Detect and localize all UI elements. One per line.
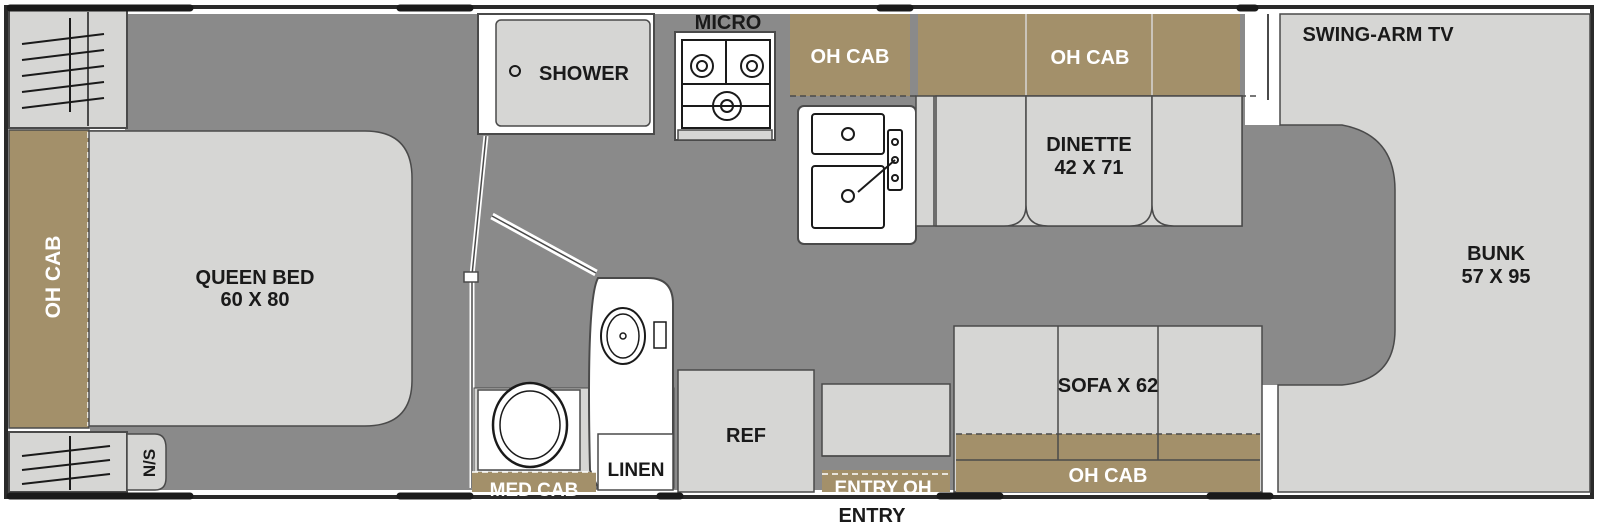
entry-oh-label: ENTRY OH	[834, 478, 931, 499]
bunk-label: BUNK	[1467, 243, 1525, 265]
linen-label: LINEN	[608, 460, 665, 481]
bunk	[1277, 13, 1591, 493]
entry-label: ENTRY	[838, 505, 906, 527]
med-cab-label: MED CAB	[490, 480, 579, 501]
range	[674, 31, 776, 141]
oh-cab-sofa-label: OH CAB	[1069, 465, 1148, 487]
linen: LINEN	[597, 433, 674, 491]
oh-cab-rear-label: OH CAB	[42, 236, 65, 319]
refrigerator: REF	[677, 369, 815, 493]
ns-label: N/S	[140, 449, 159, 477]
kitchen-sink	[797, 105, 917, 245]
dinette-seat-right	[1151, 95, 1243, 227]
queen-bed: QUEEN BED 60 X 80	[88, 130, 413, 427]
entry-cabinet: ENTRY OH	[821, 383, 951, 499]
sink-icon	[811, 113, 903, 229]
dinette-label: DINETTE	[1046, 134, 1132, 156]
sofa: SOFA X 62 OH CAB	[953, 325, 1263, 493]
shower-drain-icon	[509, 65, 521, 77]
bunk-size: 57 X 95	[1462, 266, 1531, 288]
window-marks	[6, 4, 1274, 500]
oh-cab-galley-label: OH CAB	[811, 46, 890, 68]
rear-wardrobe-bottom	[8, 431, 128, 493]
wardrobe-hanger-icon	[21, 436, 111, 490]
dinette: OH CAB DINETTE 42 X 71	[915, 14, 1243, 227]
bath-wall-post	[463, 271, 479, 283]
med-cab: MED CAB	[472, 471, 596, 501]
stovetop-icon	[681, 39, 771, 129]
queen-bed-size: 60 X 80	[221, 289, 290, 311]
bath-door[interactable]	[490, 212, 598, 277]
oh-cab-galley: OH CAB	[790, 14, 910, 96]
oh-cab-dinette-label: OH CAB	[1051, 47, 1130, 69]
shower: SHOWER	[477, 13, 655, 135]
ref-label: REF	[726, 425, 766, 447]
shower-label: SHOWER	[539, 63, 630, 85]
queen-bed-label: QUEEN BED	[196, 267, 315, 289]
toilet-icon	[477, 381, 581, 471]
rear-oh-cab: OH CAB	[8, 129, 90, 429]
wardrobe-hanger-icon	[21, 18, 105, 112]
nightstand: N/S	[126, 433, 167, 491]
micro-label: MICRO	[695, 12, 762, 34]
lavatory-sink-icon	[600, 307, 646, 365]
rear-wardrobe-top	[8, 9, 128, 129]
swing-arm-tv-label: SWING-ARM TV	[1302, 24, 1454, 46]
dinette-size: 42 X 71	[1055, 157, 1124, 179]
sofa-label: SOFA X 62	[1058, 375, 1158, 397]
dinette-seat-left	[935, 95, 1027, 227]
